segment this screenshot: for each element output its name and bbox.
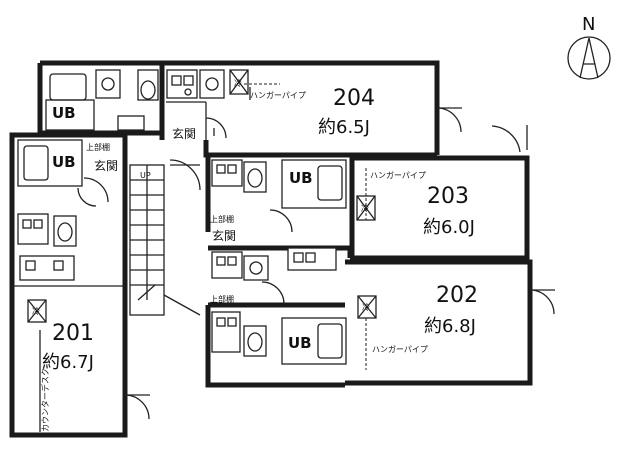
unit-204-hanger-pipe-label: ハンガーパイプ bbox=[250, 90, 306, 100]
unit-204-number: 204 bbox=[333, 86, 375, 111]
unit-201-counter-desk-label: カウンターデスク bbox=[40, 368, 50, 432]
unit-203-upper-storage-label: 上部棚 bbox=[210, 214, 234, 224]
unit-202-fridge-label: 冷 bbox=[362, 302, 370, 312]
unit-201-wet-area: UB 上部棚 玄関 bbox=[12, 139, 125, 432]
unit-202-number: 202 bbox=[436, 283, 478, 308]
unit-201-number: 201 bbox=[52, 321, 94, 346]
exterior-walls bbox=[9, 60, 533, 438]
stair-up-label: UP bbox=[140, 171, 151, 180]
unit-202-area: 約6.8J bbox=[424, 316, 476, 337]
unit-203-area: 約6.0J bbox=[423, 217, 475, 238]
staircase: UP bbox=[129, 159, 201, 316]
unit-204-fridge-label: 冷 bbox=[234, 78, 242, 88]
unit-202-balcony-door bbox=[529, 289, 555, 315]
unit-201-ub-label: UB bbox=[52, 153, 76, 171]
unit-204-wet-area: UB ハンガーパイプ 玄関 bbox=[45, 69, 306, 141]
unit-202-hanger-pipe-label: ハンガーパイプ bbox=[372, 344, 428, 354]
unit-201-genkan-label: 玄関 bbox=[94, 158, 118, 173]
unit-203-wet-area: UB 上部棚 玄関 ハンガーパイプ bbox=[210, 159, 426, 271]
unit-203-hanger-pipe-label: ハンガーパイプ bbox=[370, 170, 426, 180]
unit-201-area: 約6.7J bbox=[42, 352, 94, 373]
unit-203-balcony-door bbox=[491, 125, 528, 153]
unit-203-fridge-label: 冷 bbox=[361, 203, 369, 213]
unit-203-ub-label: UB bbox=[289, 169, 313, 187]
unit-201-balcony-door bbox=[124, 394, 150, 420]
unit-204-ub-label: UB bbox=[52, 104, 76, 122]
unit-203-genkan-label: 玄関 bbox=[212, 228, 236, 243]
unit-203-number: 203 bbox=[427, 184, 469, 209]
compass: N bbox=[567, 14, 611, 80]
compass-north-label: N bbox=[582, 14, 595, 35]
unit-204-area: 約6.5J bbox=[318, 117, 370, 138]
unit-202-ub-label: UB bbox=[288, 334, 312, 352]
unit-201-upper-storage-label: 上部棚 bbox=[86, 142, 110, 152]
unit-201-fridge-label: 冷 bbox=[32, 306, 40, 316]
unit-202-upper-storage-label: 上部棚 bbox=[210, 294, 234, 304]
unit-204-genkan-label: 玄関 bbox=[172, 126, 196, 141]
unit-202-wet-area: 上部棚 UB ハンガーパイプ bbox=[210, 251, 428, 370]
unit-204-balcony-door bbox=[436, 107, 462, 133]
